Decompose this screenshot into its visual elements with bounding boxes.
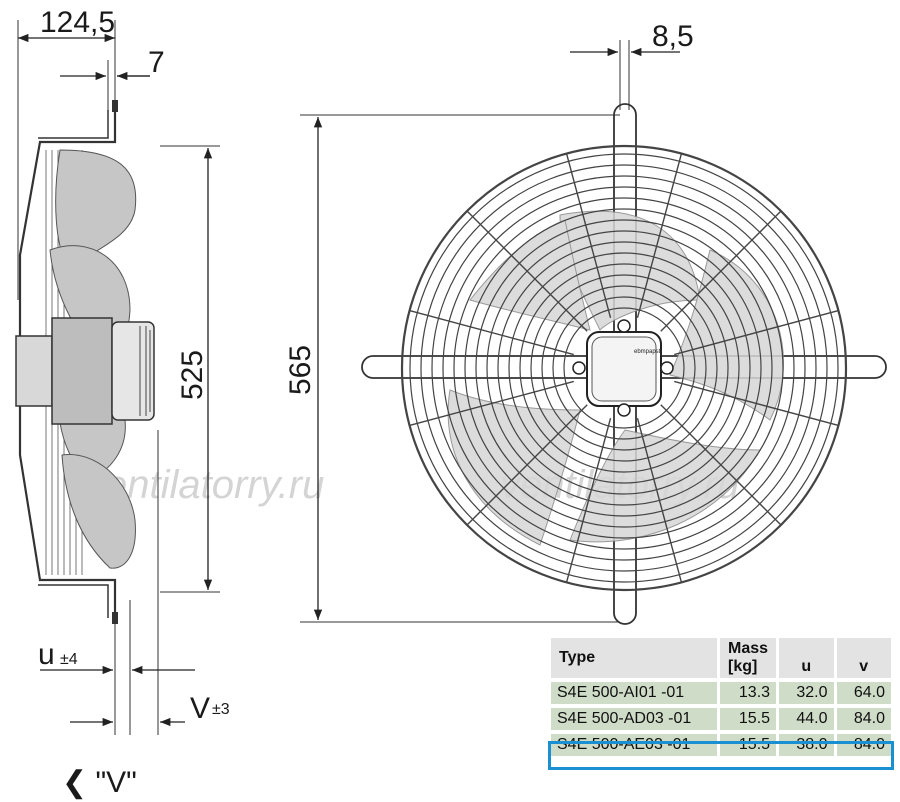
dim-blade-diameter: 525	[176, 350, 209, 400]
guard-spoke	[660, 210, 782, 332]
guard-spoke	[466, 210, 588, 332]
type-table: Type Mass [kg] u v S4E 500-AI01 -01 13.3…	[548, 634, 894, 760]
dim-u-tol: ±4	[60, 651, 78, 668]
view-marker: ❮ "V"	[62, 766, 137, 800]
dim-u-label: u	[38, 638, 55, 671]
guard-ring	[420, 164, 828, 572]
table-row-selected: S4E 500-AE03 -01 15.5 38.0 84.0	[551, 734, 891, 756]
guard-spoke	[466, 404, 588, 526]
cell-u: 44.0	[779, 708, 834, 730]
cell-type: S4E 500-AD03 -01	[551, 708, 717, 730]
cell-u: 38.0	[779, 734, 834, 756]
dim-depth: 124,5	[40, 6, 115, 39]
guard-outer-ring	[400, 144, 848, 592]
guard-ring	[552, 296, 696, 440]
header-mass-label: Mass	[728, 640, 769, 657]
cell-v: 64.0	[836, 682, 891, 704]
cell-type: S4E 500-AE03 -01	[551, 734, 717, 756]
dim-flange: 7	[148, 46, 165, 79]
guard-spoke	[674, 380, 839, 427]
guard-spoke	[660, 404, 782, 526]
side-view: 124,5 7	[15, 6, 230, 800]
header-type: Type	[551, 638, 717, 678]
guard-spoke	[565, 153, 612, 318]
guard-ring	[453, 197, 795, 539]
nameplate-label: ebmpapst	[634, 349, 661, 355]
guard-spoke	[636, 153, 683, 318]
dim-guard-height: 565	[284, 345, 317, 395]
guard-ring	[563, 307, 685, 429]
cell-v: 84.0	[836, 734, 891, 756]
guard-ring	[431, 175, 817, 561]
guard-spoke	[565, 418, 612, 583]
header-mass-unit: [kg]	[728, 658, 758, 675]
cell-u: 32.0	[779, 682, 834, 704]
guard-ring	[497, 241, 751, 495]
guard-ring	[530, 274, 718, 462]
table-row: S4E 500-AI01 -01 13.3 32.0 64.0	[551, 682, 891, 704]
header-v: v	[836, 638, 891, 678]
guard-ring	[464, 208, 784, 528]
guard-ring	[442, 186, 806, 550]
guard-ring	[486, 230, 762, 506]
guard-spoke	[636, 418, 683, 583]
cell-v: 84.0	[836, 708, 891, 730]
guard-ring	[541, 285, 707, 451]
front-view: 565 8,5 ebmpapst	[284, 20, 887, 625]
dim-v-label: V	[190, 692, 210, 725]
guard-spoke	[674, 309, 839, 356]
guard-ring	[409, 153, 839, 583]
guard-ring	[519, 263, 729, 473]
cell-mass: 15.5	[720, 708, 777, 730]
guard-spoke	[409, 380, 574, 427]
table-header-row: Type Mass [kg] u v	[551, 638, 891, 678]
header-mass: Mass [kg]	[720, 638, 777, 678]
guard-spoke	[409, 309, 574, 356]
cell-mass: 13.3	[720, 682, 777, 704]
cell-type: S4E 500-AI01 -01	[551, 682, 717, 704]
guard-ring	[508, 252, 740, 484]
dim-v-tol: ±3	[212, 701, 230, 718]
guard-ring	[475, 219, 773, 517]
table-row: S4E 500-AD03 -01 15.5 44.0 84.0	[551, 708, 891, 730]
header-u: u	[779, 638, 834, 678]
cell-mass: 15.5	[720, 734, 777, 756]
dim-hub-pitch: 8,5	[652, 20, 694, 53]
